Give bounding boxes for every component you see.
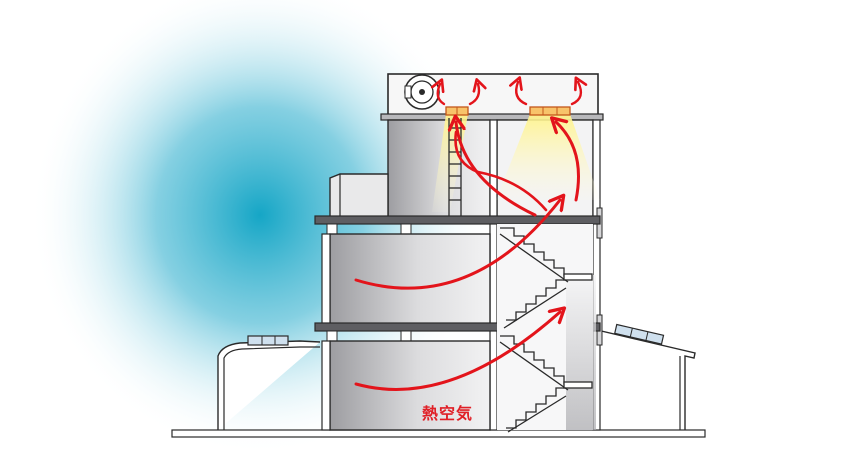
- airflow-arrow: [456, 122, 537, 217]
- solar-panel-icon: [614, 323, 665, 345]
- hot-air-label: 熱空気: [422, 404, 474, 423]
- airflow-arrow: [516, 82, 528, 106]
- airflow-arrow: [556, 122, 580, 202]
- floor-slab-1: [314, 322, 601, 332]
- left-neighbour-building: [217, 335, 321, 430]
- airflow-arrow: [354, 312, 560, 391]
- airflow-arrow: [570, 82, 581, 106]
- ceiling-vent-icon: [529, 106, 571, 116]
- second-floor-room: [329, 233, 491, 325]
- sky-glow: [30, 0, 490, 450]
- ground-line: [171, 429, 706, 438]
- solar-panel-icon: [247, 335, 289, 346]
- airflow-arrow: [438, 84, 446, 106]
- airflow-arrow: [354, 200, 560, 290]
- light-beam: [496, 114, 600, 200]
- right-neighbour-building: [596, 323, 696, 430]
- airflow-arrow: [454, 130, 548, 212]
- floor-slab-2: [314, 215, 601, 225]
- exhaust-fan-icon: [404, 74, 440, 110]
- hot-air-arrows: [354, 82, 581, 391]
- main-house: [314, 73, 604, 433]
- balcony-wall: [329, 173, 389, 218]
- ceiling-vent-icon: [445, 106, 469, 116]
- airflow-arrow: [468, 84, 479, 106]
